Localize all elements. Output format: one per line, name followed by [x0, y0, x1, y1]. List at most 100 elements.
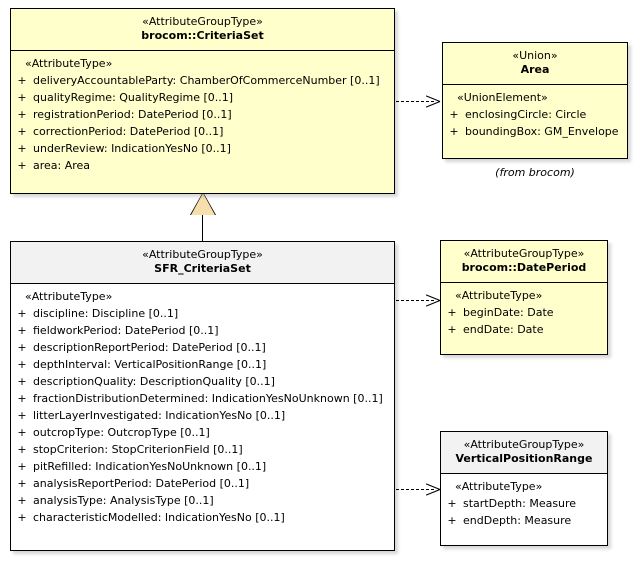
- attribute-row: + fieldworkPeriod: DatePeriod [0..1]: [11, 322, 394, 339]
- class-header-verticalpositionrange: «AttributeGroupType» VerticalPositionRan…: [441, 432, 607, 474]
- attribute-group-stereotype: «AttributeType»: [455, 288, 543, 302]
- attribute-row: + discipline: Discipline [0..1]: [11, 305, 394, 322]
- attribute-signature: outcropType: OutcropType [0..1]: [33, 425, 210, 439]
- class-name: VerticalPositionRange: [455, 451, 593, 465]
- attribute-signature: pitRefilled: IndicationYesNoUnknown [0..…: [33, 459, 267, 473]
- attribute-signature: descriptionQuality: DescriptionQuality […: [33, 374, 275, 388]
- attribute-signature: fractionDistributionDetermined: Indicati…: [33, 391, 383, 405]
- package-note-area: (from brocom): [495, 166, 575, 179]
- visibility-marker: +: [17, 306, 27, 320]
- attribute-signature: discipline: Discipline [0..1]: [33, 306, 179, 320]
- class-name: brocom::CriteriaSet: [141, 28, 264, 42]
- attribute-row: + pitRefilled: IndicationYesNoUnknown [0…: [11, 458, 394, 475]
- attribute-row: + litterLayerInvestigated: IndicationYes…: [11, 407, 394, 424]
- attribute-row: + qualityRegime: QualityRegime [0..1]: [11, 89, 394, 106]
- visibility-marker: +: [447, 513, 457, 527]
- class-stereotype: «AttributeGroupType»: [142, 248, 263, 261]
- generalization-arrowhead: [191, 193, 215, 215]
- class-attributes-sfr-criteriaset: «AttributeType» + discipline: Discipline…: [11, 283, 394, 532]
- attribute-signature: area: Area: [33, 158, 91, 172]
- class-name: SFR_CriteriaSet: [154, 261, 251, 275]
- attribute-row: + underReview: IndicationYesNo [0..1]: [11, 140, 394, 157]
- attribute-row: + area: Area: [11, 157, 394, 174]
- class-stereotype: «Union»: [512, 49, 558, 62]
- visibility-marker: +: [17, 107, 27, 121]
- visibility-marker: +: [17, 391, 27, 405]
- class-attributes-criteriaset: «AttributeType» + deliveryAccountablePar…: [11, 50, 394, 180]
- attribute-signature: litterLayerInvestigated: IndicationYesNo…: [33, 408, 286, 422]
- class-header-dateperiod: «AttributeGroupType» brocom::DatePeriod: [441, 241, 607, 283]
- attribute-row: + deliveryAccountableParty: ChamberOfCom…: [11, 72, 394, 89]
- attribute-signature: endDate: Date: [463, 322, 544, 336]
- class-box-area[interactable]: «Union» Area «UnionElement» + enclosingC…: [442, 42, 628, 159]
- attribute-row: + fractionDistributionDetermined: Indica…: [11, 390, 394, 407]
- attribute-group-stereotype: «AttributeType»: [25, 56, 113, 70]
- visibility-marker: +: [17, 442, 27, 456]
- dependency-arrowhead: [425, 93, 441, 109]
- visibility-marker: +: [17, 124, 27, 138]
- attribute-group-stereotype: «AttributeType»: [25, 289, 113, 303]
- attribute-signature: correctionPeriod: DatePeriod [0..1]: [33, 124, 224, 138]
- attribute-row: + registrationPeriod: DatePeriod [0..1]: [11, 106, 394, 123]
- attribute-row: + characteristicModelled: IndicationYesN…: [11, 509, 394, 526]
- class-box-verticalpositionrange[interactable]: «AttributeGroupType» VerticalPositionRan…: [440, 431, 608, 546]
- attribute-group-stereotype: «AttributeType»: [455, 479, 543, 493]
- dependency-line: [396, 300, 434, 301]
- generalization-line: [202, 215, 203, 242]
- attribute-row: + descriptionQuality: DescriptionQuality…: [11, 373, 394, 390]
- visibility-marker: +: [17, 340, 27, 354]
- visibility-marker: +: [17, 323, 27, 337]
- visibility-marker: +: [17, 374, 27, 388]
- class-stereotype: «AttributeGroupType»: [142, 15, 263, 28]
- attribute-signature: underReview: IndicationYesNo [0..1]: [33, 141, 231, 155]
- dependency-arrowhead: [425, 292, 441, 308]
- attribute-signature: analysisReportPeriod: DatePeriod [0..1]: [33, 476, 250, 490]
- attribute-signature: startDepth: Measure: [463, 496, 577, 510]
- visibility-marker: +: [17, 73, 27, 87]
- visibility-marker: +: [17, 90, 27, 104]
- class-box-sfr-criteriaset[interactable]: «AttributeGroupType» SFR_CriteriaSet «At…: [10, 241, 395, 551]
- attribute-signature: characteristicModelled: IndicationYesNo …: [33, 510, 285, 524]
- attribute-signature: qualityRegime: QualityRegime [0..1]: [33, 90, 234, 104]
- attribute-row: + stopCriterion: StopCriterionField [0..…: [11, 441, 394, 458]
- attribute-row: + analysisReportPeriod: DatePeriod [0..1…: [11, 475, 394, 492]
- attribute-row: + endDate: Date: [441, 321, 607, 338]
- dependency-line: [396, 489, 434, 490]
- visibility-marker: +: [447, 496, 457, 510]
- attribute-signature: descriptionReportPeriod: DatePeriod [0..…: [33, 340, 266, 354]
- class-box-dateperiod[interactable]: «AttributeGroupType» brocom::DatePeriod …: [440, 240, 608, 355]
- attribute-row: + enclosingCircle: Circle: [443, 106, 627, 123]
- attribute-row: + boundingBox: GM_Envelope: [443, 123, 627, 140]
- attribute-row: + descriptionReportPeriod: DatePeriod [0…: [11, 339, 394, 356]
- class-header-sfr-criteriaset: «AttributeGroupType» SFR_CriteriaSet: [11, 242, 394, 284]
- class-stereotype: «AttributeGroupType»: [463, 438, 585, 451]
- class-box-criteriaset[interactable]: «AttributeGroupType» brocom::CriteriaSet…: [10, 8, 395, 194]
- visibility-marker: +: [449, 124, 459, 138]
- attribute-row: + beginDate: Date: [441, 304, 607, 321]
- visibility-marker: +: [17, 510, 27, 524]
- visibility-marker: +: [17, 459, 27, 473]
- attribute-row: + endDepth: Measure: [441, 512, 607, 529]
- class-header-area: «Union» Area: [443, 43, 627, 85]
- visibility-marker: +: [447, 322, 457, 336]
- class-attributes-area: «UnionElement» + enclosingCircle: Circle…: [443, 84, 627, 146]
- class-attributes-verticalpositionrange: «AttributeType» + startDepth: Measure + …: [441, 473, 607, 535]
- attribute-signature: endDepth: Measure: [463, 513, 572, 527]
- attribute-group-stereotype: «UnionElement»: [457, 90, 548, 104]
- visibility-marker: +: [17, 158, 27, 172]
- visibility-marker: +: [17, 357, 27, 371]
- visibility-marker: +: [17, 408, 27, 422]
- attribute-row: + startDepth: Measure: [441, 495, 607, 512]
- visibility-marker: +: [447, 305, 457, 319]
- dependency-arrowhead: [425, 481, 441, 497]
- visibility-marker: +: [17, 493, 27, 507]
- visibility-marker: +: [17, 141, 27, 155]
- attribute-signature: depthInterval: VerticalPositionRange [0.…: [33, 357, 267, 371]
- attribute-signature: analysisType: AnalysisType [0..1]: [33, 493, 214, 507]
- attribute-signature: boundingBox: GM_Envelope: [465, 124, 619, 138]
- visibility-marker: +: [17, 425, 27, 439]
- attribute-signature: beginDate: Date: [463, 305, 554, 319]
- class-header-criteriaset: «AttributeGroupType» brocom::CriteriaSet: [11, 9, 394, 51]
- class-name: Area: [520, 62, 550, 76]
